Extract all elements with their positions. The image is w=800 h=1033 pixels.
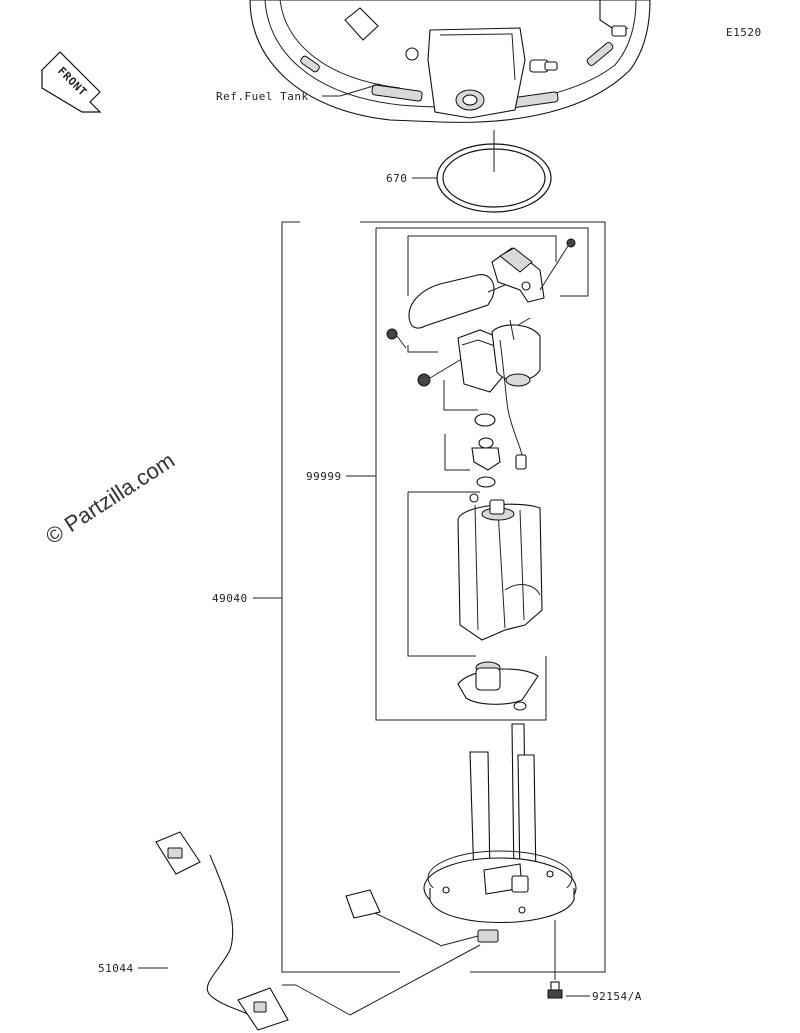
watermark: © Partzilla.com: [41, 447, 179, 549]
flange-base: [423, 723, 577, 924]
assembly-bracket-49040: [281, 221, 606, 973]
level-sender: [407, 235, 576, 353]
o-ring: [436, 130, 552, 213]
subassembly-bracket-99999: [375, 227, 589, 721]
label-bolt: 92154/A: [592, 990, 642, 1003]
filter: [457, 661, 539, 711]
internal-connector: [345, 889, 499, 947]
label-pump-subassy: 99999: [306, 470, 342, 483]
fuel-tank: [249, 0, 651, 123]
front-arrow: FRONT: [41, 51, 102, 113]
label-fuel-tank: Ref.Fuel Tank: [216, 90, 309, 103]
label-harness: 51044: [98, 962, 134, 975]
pump-motor: [443, 319, 541, 411]
regulator: [444, 409, 527, 488]
bolt: [547, 920, 563, 999]
pump-housing: [407, 491, 543, 657]
wiring-harness: [155, 831, 481, 1031]
label-oring: 670: [386, 172, 407, 185]
diagram-code: E1520: [726, 26, 762, 39]
label-pump-assy: 49040: [212, 592, 248, 605]
